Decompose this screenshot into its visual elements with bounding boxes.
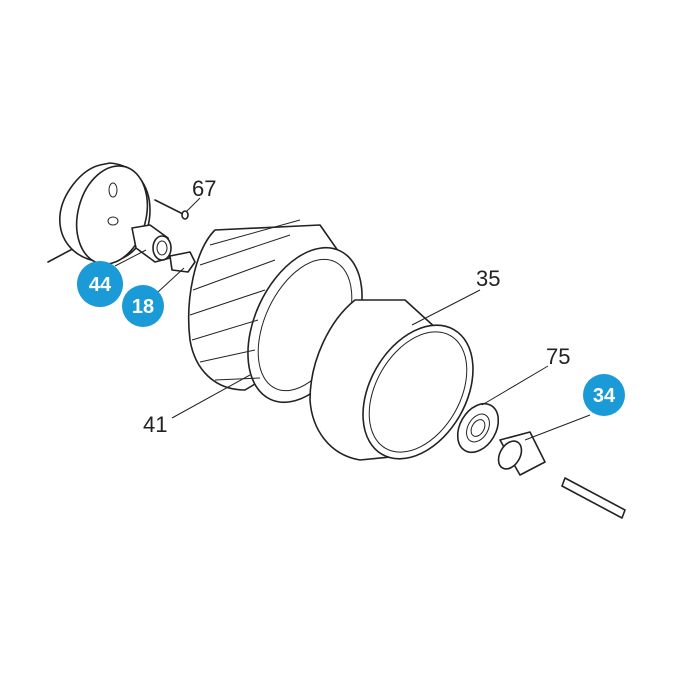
part-label-35: 35	[476, 266, 500, 291]
gear-shaft-part	[497, 431, 626, 519]
coupler-part	[169, 251, 196, 273]
badge-18-text: 18	[132, 296, 154, 318]
badge-34[interactable]: 34	[583, 374, 625, 416]
end-cap-part	[59, 162, 172, 265]
leader-lines	[114, 197, 591, 441]
bearing-part	[456, 402, 500, 454]
badge-34-text: 34	[593, 385, 616, 407]
badge-44-text: 44	[89, 274, 112, 296]
badge-18[interactable]: 18	[122, 285, 164, 327]
screw-part	[154, 199, 189, 220]
sleeve-part	[309, 299, 474, 461]
part-label-67: 67	[192, 176, 216, 201]
part-label-75: 75	[546, 344, 570, 369]
part-label-41: 41	[143, 412, 167, 437]
badge-44[interactable]: 44	[77, 261, 123, 307]
